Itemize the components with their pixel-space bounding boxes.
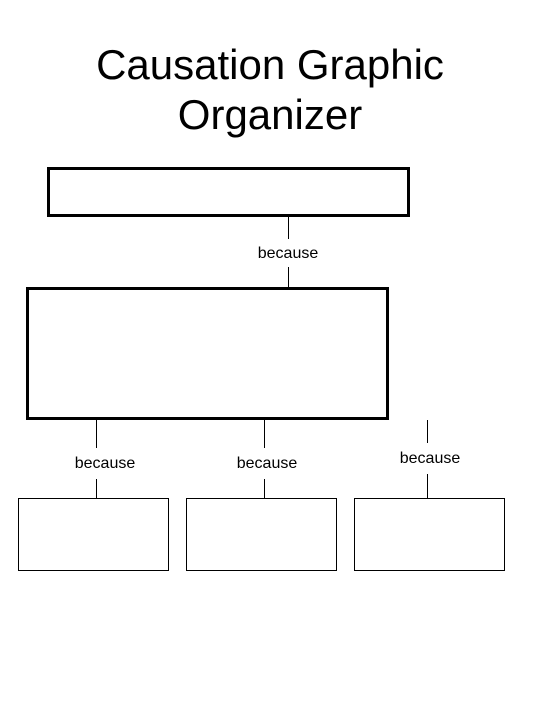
- connector-line-middle-lower: [264, 479, 265, 498]
- connector-line-left-lower: [96, 479, 97, 498]
- reason-box-middle[interactable]: [186, 498, 337, 571]
- connector-line-right-lower: [427, 474, 428, 498]
- because-label-left: because: [74, 455, 136, 472]
- because-label-right: because: [399, 450, 461, 467]
- title-line-1: Causation Graphic: [96, 41, 444, 88]
- connector-line-right-upper: [427, 420, 428, 443]
- connector-line-top-lower: [288, 267, 289, 287]
- effect-box[interactable]: [47, 167, 410, 217]
- reason-box-right[interactable]: [354, 498, 505, 571]
- connector-line-top-upper: [288, 217, 289, 239]
- connector-line-left-upper: [96, 420, 97, 448]
- connector-line-middle-upper: [264, 420, 265, 448]
- cause-box[interactable]: [26, 287, 389, 420]
- title: Causation Graphic Organizer: [0, 40, 540, 140]
- reason-box-left[interactable]: [18, 498, 169, 571]
- because-label-main: because: [257, 245, 319, 262]
- title-line-2: Organizer: [177, 91, 363, 138]
- because-label-middle: because: [236, 455, 298, 472]
